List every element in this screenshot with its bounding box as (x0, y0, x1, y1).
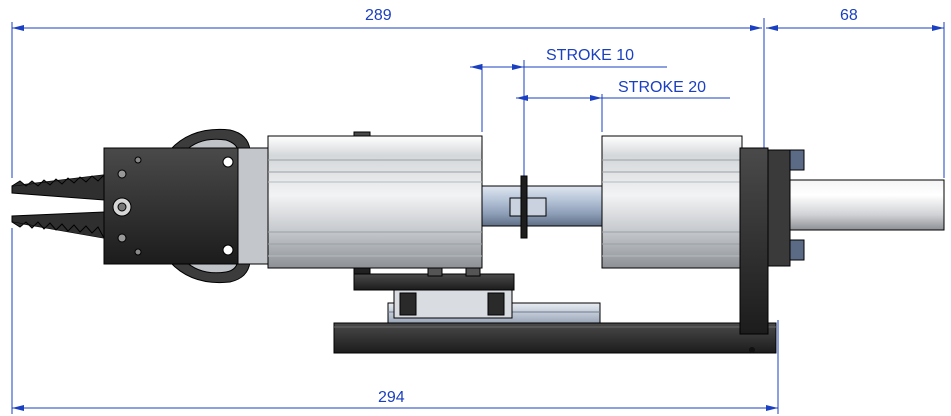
dimension-294: 294 (11, 228, 779, 414)
base-plate (333, 322, 777, 354)
gripper-jaws (11, 174, 105, 239)
end-bracket (739, 147, 805, 335)
dimension-68-label: 68 (840, 7, 858, 24)
dimension-289-label: 289 (365, 7, 392, 24)
dimension-stroke-10: STROKE 10 (470, 47, 667, 176)
cylinder-right (601, 135, 743, 269)
stroke-20-label: STROKE 20 (618, 79, 706, 96)
dimension-289: 289 (11, 7, 765, 178)
dimension-stroke-20: STROKE 20 (516, 79, 730, 132)
dimension-294-label: 294 (378, 389, 405, 406)
dimension-68: 68 (766, 7, 945, 178)
cylinder-left (267, 135, 483, 269)
piston-rod (481, 175, 603, 239)
output-shaft (789, 179, 945, 231)
bolt-icon (117, 169, 127, 179)
stroke-10-label: STROKE 10 (546, 47, 634, 64)
gripper-body (103, 128, 271, 284)
linear-guide (387, 289, 601, 324)
